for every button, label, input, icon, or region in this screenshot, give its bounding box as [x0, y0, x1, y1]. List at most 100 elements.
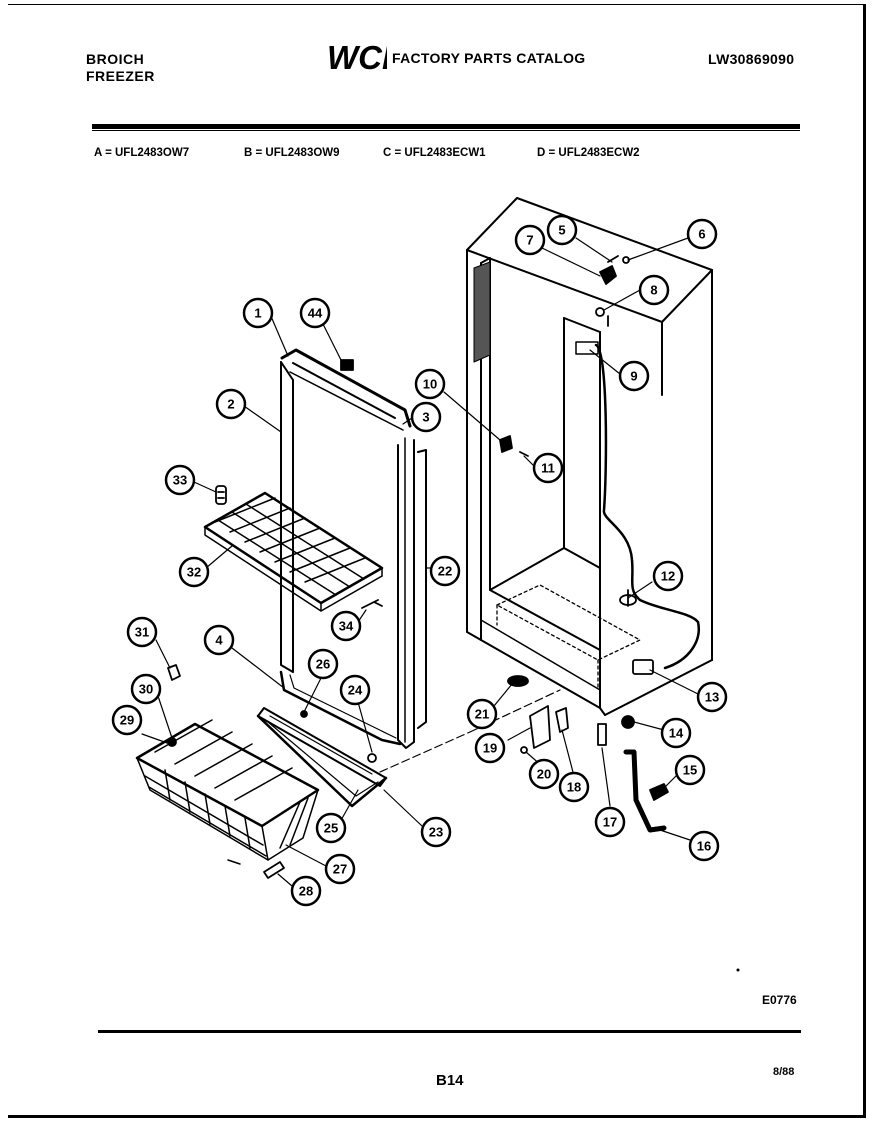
callout-circle	[420, 816, 452, 848]
callout-circle	[528, 758, 560, 790]
callout-30: 30	[130, 673, 162, 705]
callout-17: 17	[594, 806, 626, 838]
callout-15: 15	[674, 754, 706, 786]
callout-2: 2	[215, 388, 247, 420]
callout-number: 33	[173, 473, 187, 488]
callout-20: 20	[528, 758, 560, 790]
callout-circle	[414, 368, 446, 400]
callout-circle	[299, 297, 331, 329]
callout-circle	[594, 806, 626, 838]
callout-number: 14	[669, 726, 684, 741]
callout-34: 34	[330, 610, 362, 642]
leader-lines	[141, 237, 699, 887]
callout-circle	[324, 853, 356, 885]
callout-number: 2	[227, 397, 234, 412]
callout-circle	[674, 754, 706, 786]
callout-44: 44	[299, 297, 331, 329]
callout-7: 7	[514, 224, 546, 256]
callout-circle	[696, 681, 728, 713]
callout-18: 18	[558, 771, 590, 803]
callout-number: 26	[316, 657, 330, 672]
callout-circle	[330, 610, 362, 642]
callout-number: 12	[661, 569, 675, 584]
callout-9: 9	[618, 360, 650, 392]
model-d: D = UFL2483ECW2	[537, 147, 640, 159]
footer-rule	[98, 1030, 801, 1033]
callout-29: 29	[111, 704, 143, 736]
callout-13: 13	[696, 681, 728, 713]
callout-16: 16	[688, 830, 720, 862]
callout-circle	[315, 812, 347, 844]
callout-28: 28	[290, 875, 322, 907]
callout-8: 8	[638, 274, 670, 306]
callout-number: 21	[475, 707, 489, 722]
callout-circle	[660, 717, 692, 749]
callout-circle	[546, 214, 578, 246]
callout-number: 7	[526, 233, 533, 248]
catalog-number: LW30869090	[708, 51, 795, 67]
brand-block: BROICH FREEZER	[86, 51, 155, 85]
callout-circle	[215, 388, 247, 420]
callout-number: 32	[187, 565, 201, 580]
callout-circle	[466, 698, 498, 730]
callout-33: 33	[164, 464, 196, 496]
callout-24: 24	[339, 674, 371, 706]
callout-3: 3	[410, 401, 442, 433]
callout-circle	[126, 616, 158, 648]
callout-circle	[474, 732, 506, 764]
callout-number: 28	[299, 884, 313, 899]
page-id: B14	[436, 1072, 464, 1089]
callout-number: 22	[438, 564, 452, 579]
callout-number: 30	[139, 682, 153, 697]
callout-number: 44	[308, 306, 323, 321]
callout-circle	[178, 556, 210, 588]
svg-text:WCI: WCI	[327, 40, 387, 74]
model-a: A = UFL2483OW7	[94, 147, 190, 159]
callout-number: 20	[537, 767, 551, 782]
small-parts	[167, 255, 669, 879]
callout-circle	[410, 401, 442, 433]
callout-number: 6	[698, 227, 705, 242]
callout-number: 4	[215, 633, 223, 648]
callout-number: 16	[697, 839, 711, 854]
callout-number: 8	[650, 283, 657, 298]
callout-6: 6	[686, 218, 718, 250]
header-rule	[92, 124, 800, 129]
callout-5: 5	[546, 214, 578, 246]
catalog-title: FACTORY PARTS CATALOG	[392, 50, 586, 66]
callout-circle	[130, 673, 162, 705]
callout-circle	[638, 274, 670, 306]
callout-number: 17	[603, 815, 617, 830]
date-code: 8/88	[773, 1066, 795, 1078]
callout-number: 3	[422, 410, 429, 425]
callout-number: 29	[120, 713, 134, 728]
callout-number: 25	[324, 821, 338, 836]
callout-32: 32	[178, 556, 210, 588]
callout-number: 18	[567, 780, 581, 795]
brand-name: BROICH	[86, 51, 145, 67]
wci-logo: WCI	[327, 40, 387, 74]
callout-circle	[339, 674, 371, 706]
figure-code: E0776	[762, 993, 797, 1007]
callout-circle	[558, 771, 590, 803]
model-c: C = UFL2483ECW1	[383, 147, 486, 159]
callout-25: 25	[315, 812, 347, 844]
callout-number: 5	[558, 223, 565, 238]
callout-11: 11	[532, 452, 564, 484]
callout-circle	[618, 360, 650, 392]
callout-circle	[242, 297, 274, 329]
callout-number: 24	[348, 683, 363, 698]
callout-number: 1	[254, 306, 261, 321]
callout-14: 14	[660, 717, 692, 749]
callout-4: 4	[203, 624, 235, 656]
callout-27: 27	[324, 853, 356, 885]
header-rule-thin	[92, 130, 800, 131]
callout-circle	[652, 560, 684, 592]
callout-number: 10	[423, 377, 437, 392]
callout-number: 9	[630, 369, 637, 384]
callout-number: 23	[429, 825, 443, 840]
callout-22: 22	[429, 555, 461, 587]
callout-circle	[307, 648, 339, 680]
